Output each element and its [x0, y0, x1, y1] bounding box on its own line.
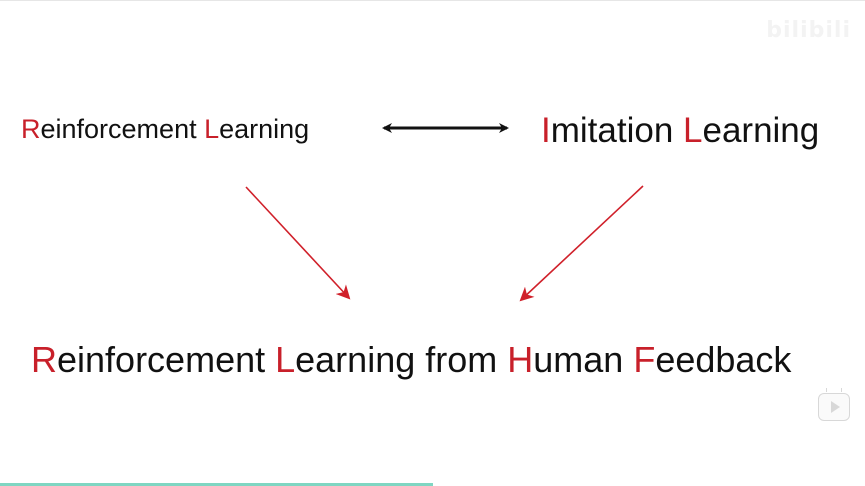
rlhf-rest-r: einforcement [57, 339, 276, 380]
rl-rest-r: einforcement [40, 114, 205, 144]
il-initial-i: I [541, 111, 551, 150]
video-progress-bar[interactable] [0, 483, 865, 486]
rlhf-initial-l: L [275, 339, 296, 380]
rl-initial-l: L [204, 114, 220, 144]
rlhf-initial-f: F [633, 339, 656, 380]
rl-to-rlhf-arrow [245, 186, 351, 300]
il-to-rlhf-arrow [519, 185, 644, 302]
bilibili-watermark: bilibili [766, 18, 851, 43]
rlhf-rest-l: earning from [295, 339, 508, 380]
il-rest-l: earning [702, 111, 820, 150]
rlhf-label: Reinforcement Learning from Human Feedba… [31, 342, 791, 378]
rl-rest-l: earning [219, 114, 310, 144]
imitation-learning-label: Imitation Learning [541, 113, 819, 148]
rlhf-rest-h: uman [533, 339, 634, 380]
play-icon[interactable] [818, 393, 850, 421]
video-progress-fill [0, 483, 433, 486]
rlhf-initial-r: R [31, 339, 57, 380]
rl-initial-r: R [21, 114, 41, 144]
il-rest-i: mitation [550, 111, 684, 150]
reinforcement-learning-label: Reinforcement Learning [21, 116, 309, 143]
top-divider [0, 0, 865, 1]
rlhf-initial-h: H [507, 339, 534, 380]
rlhf-rest-f: eedback [655, 339, 792, 380]
il-initial-l: L [683, 111, 703, 150]
